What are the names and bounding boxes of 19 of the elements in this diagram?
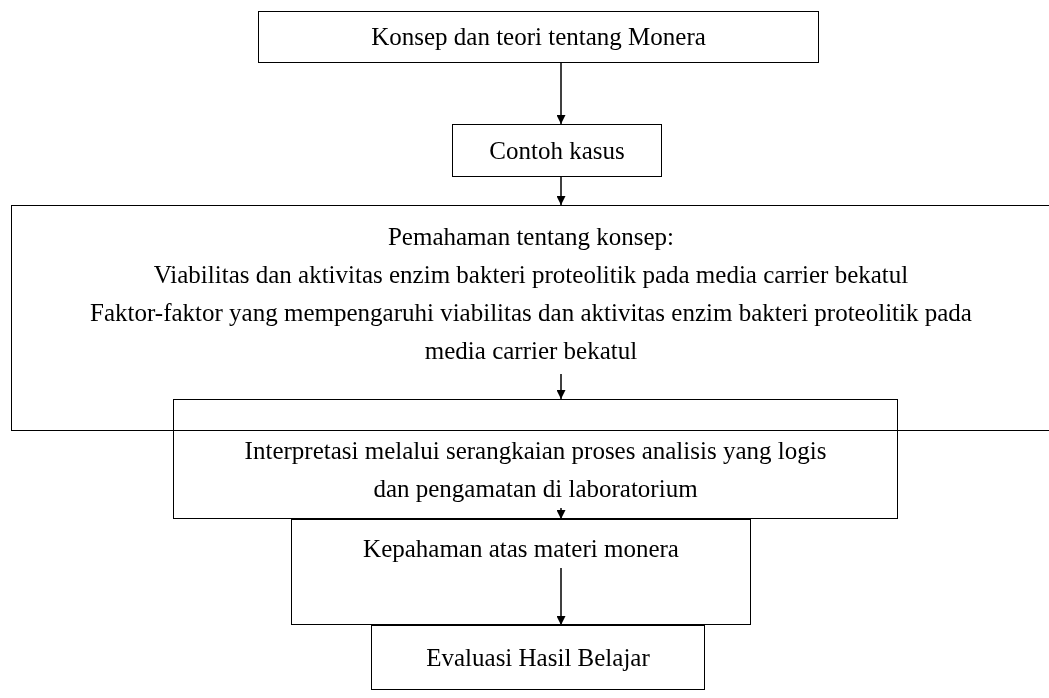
box-text: Viabilitas dan aktivitas enzim bakteri proteolitik pada media carrier bekatul <box>152 260 910 290</box>
box-text: Faktor-faktor yang mempengaruhi viabilitas dan aktivitas enzim bakteri proteolitik pada media carrier bekatul <box>89 298 973 366</box>
box-text: Contoh kasus <box>488 136 626 166</box>
box-text: Evaluasi Hasil Belajar <box>425 643 651 673</box>
case-box <box>452 124 662 177</box>
evaluation-box <box>371 625 705 690</box>
arrow <box>556 373 566 400</box>
concept-box <box>258 11 819 63</box>
arrow <box>556 507 566 520</box>
box-text: Kepahaman atas materi monera <box>362 534 680 564</box>
arrow <box>556 567 566 626</box>
comprehension-box <box>291 519 751 625</box>
understanding-box <box>11 205 1049 431</box>
arrow <box>556 176 566 206</box>
box-text: Interpretasi melalui serangkaian proses analisis yang logis dan pengamatan di laboratorium <box>243 436 828 504</box>
arrow <box>556 62 566 125</box>
interpretation-box <box>173 399 898 519</box>
box-heading: Pemahaman tentang konsep: <box>386 222 675 252</box>
box-text: Konsep dan teori tentang Monera <box>370 22 707 52</box>
